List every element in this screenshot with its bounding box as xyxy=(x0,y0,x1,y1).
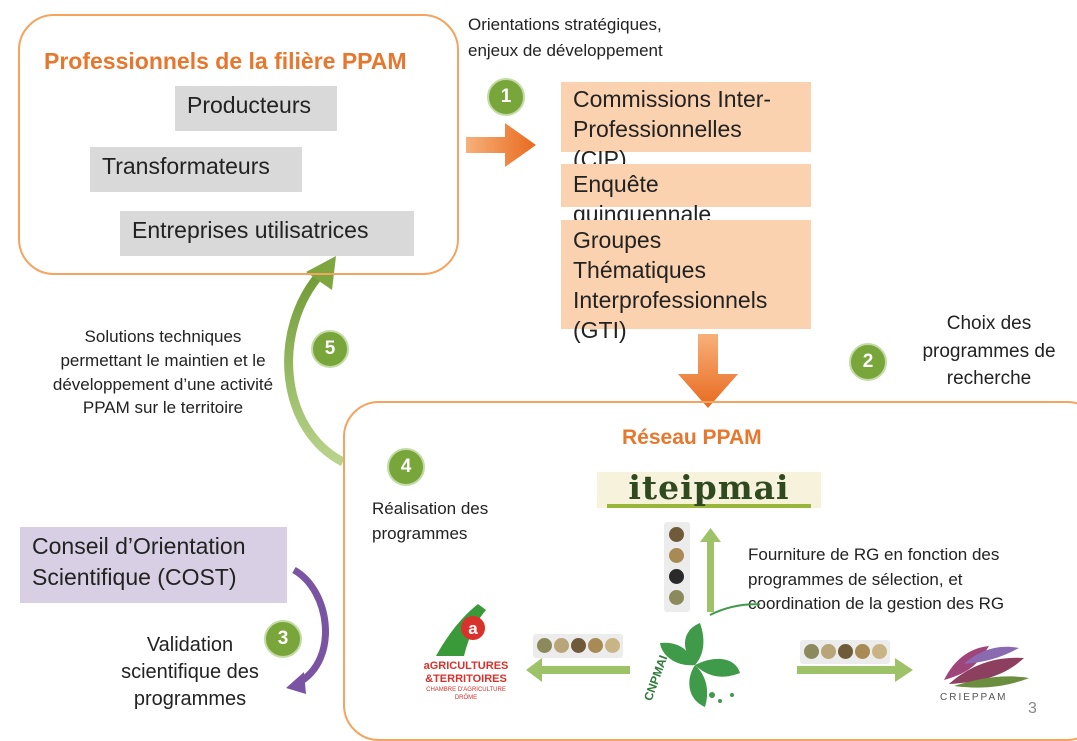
reseau-title: Réseau PPAM xyxy=(622,426,762,449)
crieppam-emblem-icon xyxy=(944,646,1029,688)
agri-line4: DRÔME xyxy=(454,695,478,701)
seed-sample xyxy=(537,638,552,653)
arrow-step2 xyxy=(678,334,738,408)
seed-sample xyxy=(804,644,819,659)
seed-sample xyxy=(838,644,853,659)
seed-sample xyxy=(571,638,586,653)
seed-sample xyxy=(605,638,620,653)
orientations-caption: Orientations stratégiques, enjeux de dév… xyxy=(468,15,663,61)
agricultures-emblem-icon: a xyxy=(436,604,486,656)
step-2-badge: 2 xyxy=(849,343,887,381)
agri-line2: &TERRITOIRES xyxy=(425,673,507,685)
iteipmai-logo: iteipmai xyxy=(597,468,821,508)
choix-caption: Choix des programmes de recherche xyxy=(922,313,1056,390)
step-3-badge: 3 xyxy=(264,620,302,658)
agri-line1: aGRICULTURES xyxy=(423,660,509,672)
crieppam-text: CRIEPPAM xyxy=(940,692,1008,703)
arrow-step3 xyxy=(292,566,329,687)
seed-sample xyxy=(821,644,836,659)
professionals-frame xyxy=(18,14,459,275)
cnpmai-logo: CNPMAI xyxy=(640,595,760,720)
cip-box: Commissions Inter- Professionnelles (CIP… xyxy=(561,82,811,172)
iteipmai-logo-text: iteipmai xyxy=(628,468,790,507)
step-5-badge: 5 xyxy=(311,330,349,368)
enquete-box: Enquête quinquennale xyxy=(561,164,811,227)
arrow-step1 xyxy=(466,123,536,167)
cnpmai-leaf-icon xyxy=(660,603,760,707)
seed-sample xyxy=(669,590,684,605)
producers-box: Producteurs xyxy=(175,86,337,131)
transformers-box: Transformateurs xyxy=(90,147,302,192)
cost-box: Conseil d’Orientation Scientifique (COST… xyxy=(20,527,287,603)
seed-sample xyxy=(669,527,684,542)
professionals-title: Professionnels de la filière PPAM xyxy=(44,48,407,74)
step-1-badge: 1 xyxy=(487,78,525,116)
agri-line3: CHAMBRE D'AGRICULTURE xyxy=(426,687,506,693)
fourniture-caption: Fourniture de RG en fonction des program… xyxy=(748,545,1005,614)
seed-sample xyxy=(588,638,603,653)
agricultures-logo: a aGRICULTURES &TERRITOIRES CHAMBRE D'AG… xyxy=(418,598,514,708)
iteipmai-underline xyxy=(607,504,811,508)
page-number: 3 xyxy=(1028,700,1037,717)
crieppam-logo: CRIEPPAM xyxy=(934,640,1034,710)
seed-sample xyxy=(872,644,887,659)
realisation-caption: Réalisation des programmes xyxy=(372,499,489,543)
solutions-caption: Solutions techniques permettant le maint… xyxy=(52,327,274,418)
seed-sample xyxy=(855,644,870,659)
gti-box: Groupes Thématiques Interprofessionnels … xyxy=(561,220,811,343)
seed-sample xyxy=(669,548,684,563)
validation-caption: Validation scientifique des programmes xyxy=(121,634,259,710)
step-4-badge: 4 xyxy=(387,448,425,486)
svg-text:a: a xyxy=(468,619,478,638)
arrow-step5 xyxy=(284,268,346,467)
seed-sample xyxy=(669,569,684,584)
companies-box: Entreprises utilisatrices xyxy=(120,211,414,256)
seed-sample xyxy=(554,638,569,653)
